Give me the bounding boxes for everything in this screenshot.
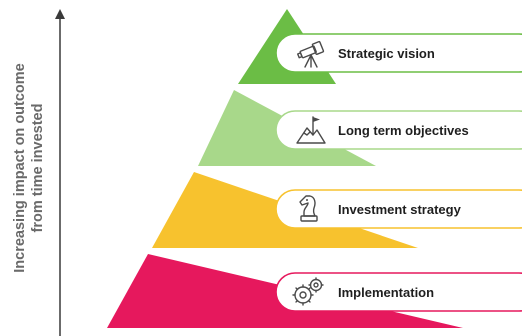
axis-arrowhead bbox=[55, 9, 65, 19]
mountain-flag-icon bbox=[296, 116, 326, 144]
telescope-icon bbox=[297, 40, 325, 68]
pill-background bbox=[275, 33, 522, 73]
impact-axis: Increasing impact on outcome from time i… bbox=[12, 9, 65, 336]
tier-label-implementation: Implementation bbox=[338, 285, 434, 300]
pill-background bbox=[275, 110, 522, 150]
tier-pill-investment-strategy: Investment strategy bbox=[275, 189, 522, 229]
gears-icon bbox=[292, 277, 324, 306]
tier-pill-strategic-vision: Strategic vision bbox=[275, 33, 522, 73]
tier-pill-long-term-objectives: Long term objectives bbox=[275, 110, 522, 150]
axis-label-line2: from time invested bbox=[30, 104, 46, 233]
axis-label-line1: Increasing impact on outcome bbox=[12, 63, 28, 273]
pill-background bbox=[275, 189, 522, 229]
tier-label-long-term-objectives: Long term objectives bbox=[338, 123, 469, 138]
chess-knight-icon bbox=[299, 195, 318, 222]
tier-label-investment-strategy: Investment strategy bbox=[338, 202, 462, 217]
tier-pill-implementation: Implementation bbox=[275, 272, 522, 312]
pill-background bbox=[275, 272, 522, 312]
tier-label-strategic-vision: Strategic vision bbox=[338, 46, 435, 61]
